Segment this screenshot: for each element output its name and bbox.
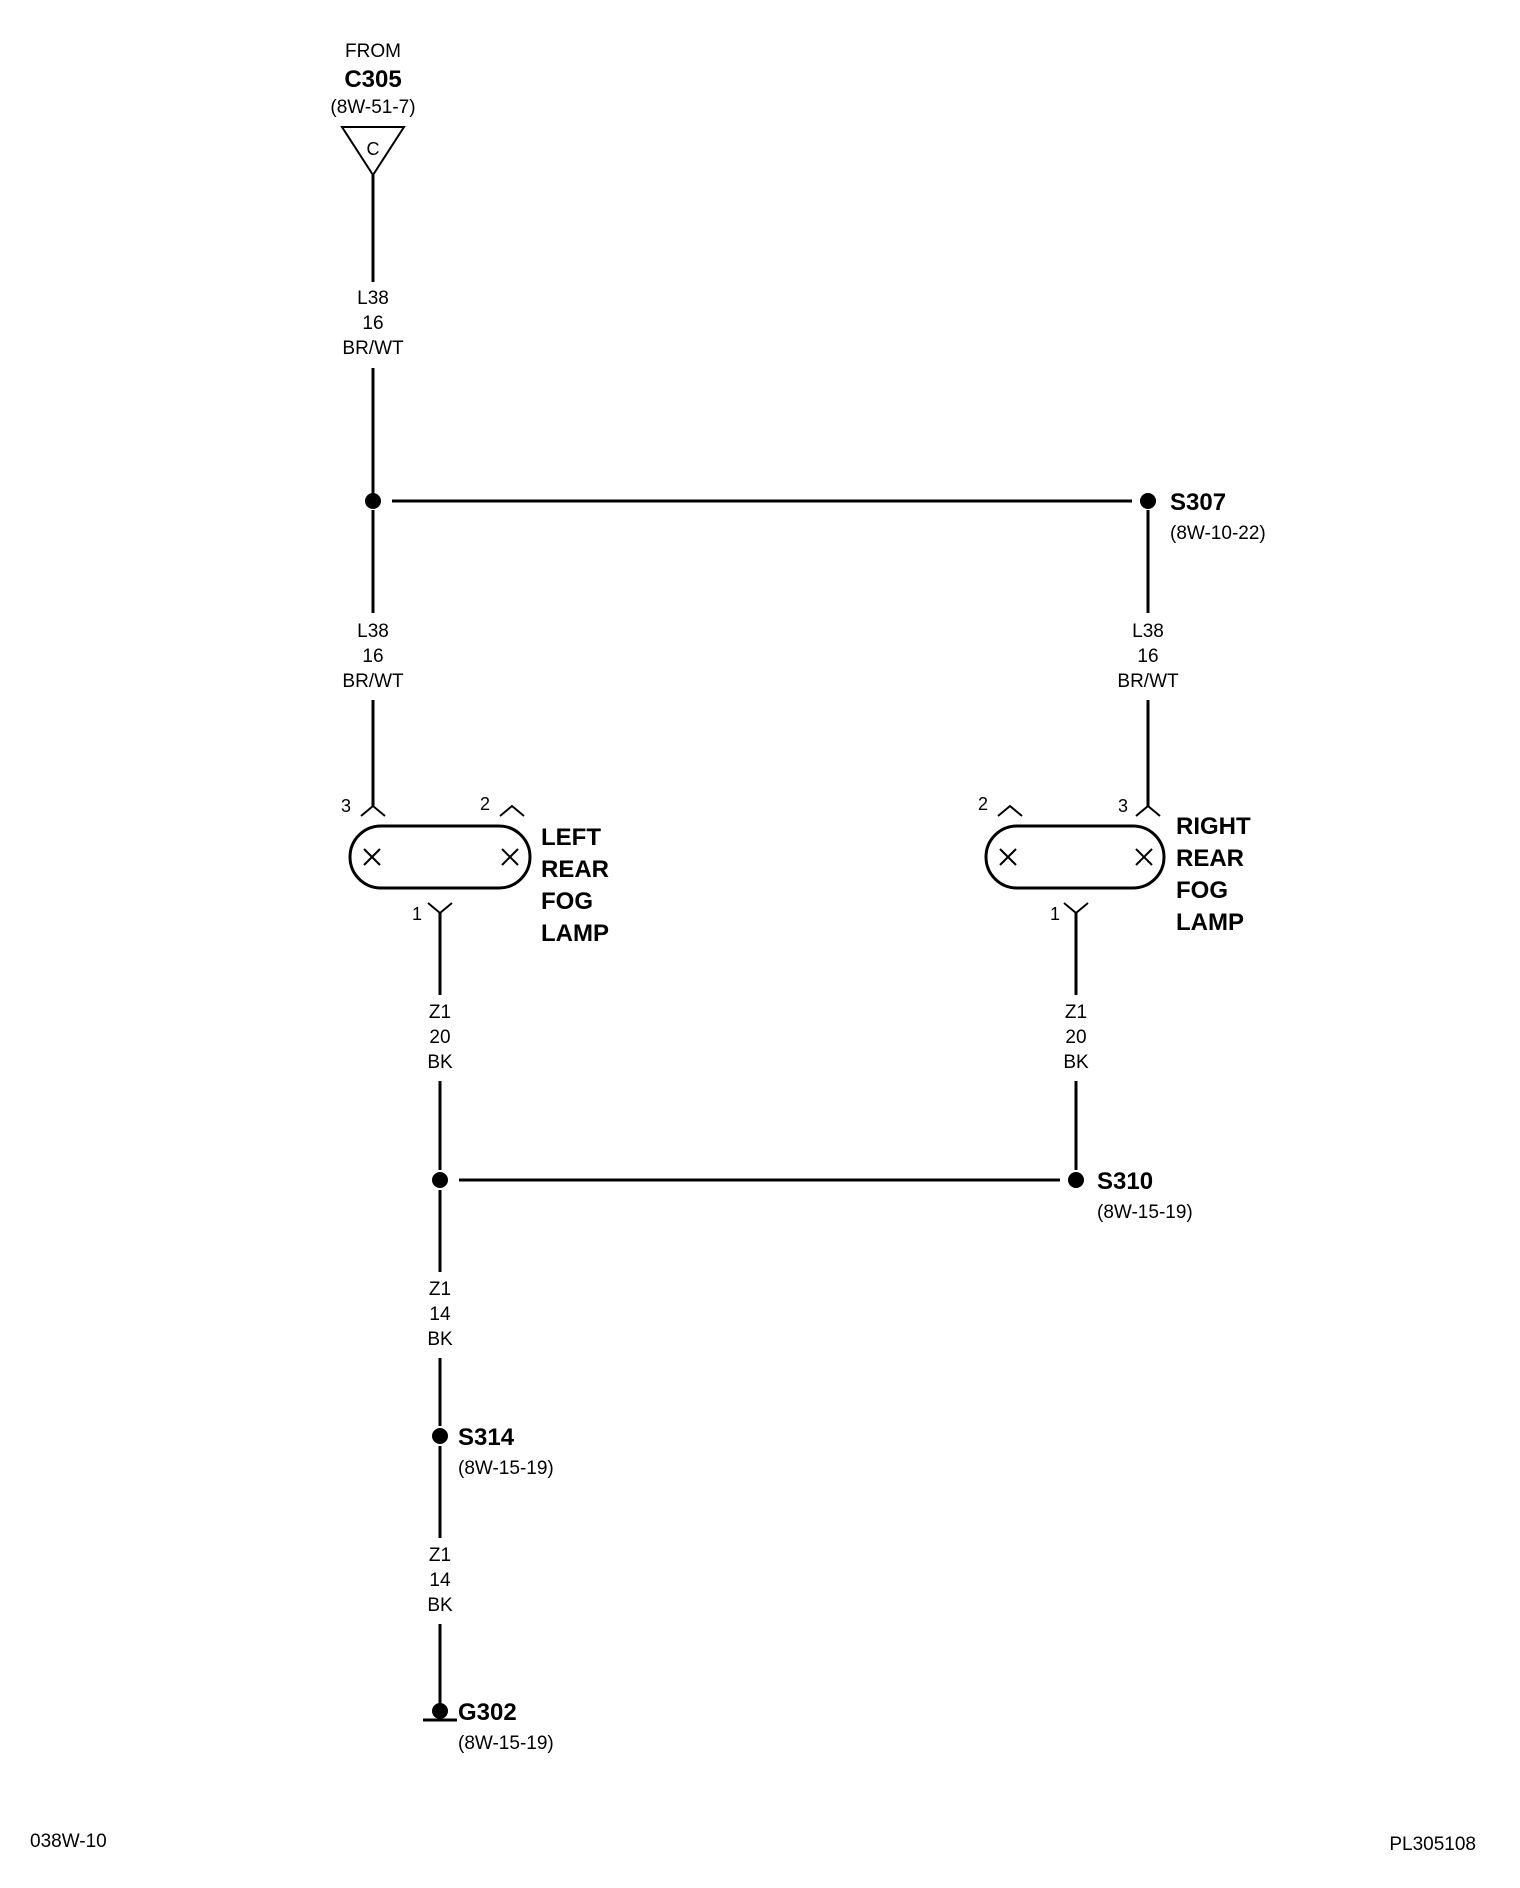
source-connector-name: C305 xyxy=(344,66,401,93)
splice-s314-name: S314 xyxy=(458,1424,515,1451)
right-lamp-label-line-1: RIGHT xyxy=(1176,813,1251,840)
source-from-label: FROM xyxy=(345,41,401,62)
wire-label-ground-left-lamp: Z1 20 BK xyxy=(427,1002,453,1073)
right-lamp-label-line-3: FOG xyxy=(1176,877,1228,904)
right-lamp-pin-1-label: 1 xyxy=(1050,904,1060,924)
wire-label-ground-mid: Z1 14 BK xyxy=(427,1279,453,1350)
splice-s307: S307 (8W-10-22) xyxy=(1140,489,1266,544)
svg-text:Z1: Z1 xyxy=(1065,1002,1087,1023)
left-lamp-body xyxy=(348,824,532,890)
svg-text:Z1: Z1 xyxy=(429,1002,451,1023)
svg-text:BK: BK xyxy=(1063,1052,1089,1073)
svg-text:BK: BK xyxy=(427,1595,453,1616)
svg-text:Z1: Z1 xyxy=(429,1279,451,1300)
svg-text:L38: L38 xyxy=(1132,621,1164,642)
splice-s307-dot xyxy=(1140,493,1156,509)
svg-text:BR/WT: BR/WT xyxy=(342,338,404,359)
right-lamp-label-line-2: REAR xyxy=(1176,845,1244,872)
source-cavity-label: C xyxy=(367,139,380,159)
svg-text:BR/WT: BR/WT xyxy=(342,671,404,692)
ground-g302-ref: (8W-15-19) xyxy=(458,1733,554,1754)
svg-text:Z1: Z1 xyxy=(429,1545,451,1566)
right-lamp-label-line-4: LAMP xyxy=(1176,909,1244,936)
footer-right-code: PL305108 xyxy=(1389,1834,1476,1855)
svg-text:BK: BK xyxy=(427,1329,453,1350)
left-lamp-label-line-1: LEFT xyxy=(541,824,601,851)
svg-text:16: 16 xyxy=(362,646,383,667)
right-lamp-pin-1-terminal-icon xyxy=(1063,902,1089,915)
wire-label-feed-left: L38 16 BR/WT xyxy=(342,621,404,692)
source-connector: FROM C305 (8W-51-7) C xyxy=(330,41,416,177)
junction-dot-upper-left xyxy=(365,493,381,509)
splice-s310-name: S310 xyxy=(1097,1168,1153,1195)
svg-text:14: 14 xyxy=(429,1570,451,1591)
ground-g302: G302 (8W-15-19) xyxy=(423,1699,554,1754)
connector-triangle-icon xyxy=(340,126,406,177)
left-lamp-label-line-2: REAR xyxy=(541,856,609,883)
wire-label-feed-right: L38 16 BR/WT xyxy=(1117,621,1179,692)
left-lamp-pin-2-terminal-icon xyxy=(499,804,525,817)
footer-left-code: 038W-10 xyxy=(30,1831,107,1852)
svg-text:BR/WT: BR/WT xyxy=(1117,671,1179,692)
left-rear-fog-lamp: 3 2 1 LEFT REAR FOG LAMP xyxy=(341,794,609,947)
right-lamp-pin-2-label: 2 xyxy=(978,794,988,814)
splice-s314: S314 (8W-15-19) xyxy=(432,1424,554,1479)
svg-text:L38: L38 xyxy=(357,621,389,642)
svg-text:16: 16 xyxy=(362,313,383,334)
svg-text:14: 14 xyxy=(429,1304,451,1325)
svg-text:20: 20 xyxy=(429,1027,450,1048)
svg-text:20: 20 xyxy=(1065,1027,1086,1048)
left-lamp-pin-1-label: 1 xyxy=(412,904,422,924)
right-lamp-bulb-right-icon xyxy=(1135,848,1153,866)
svg-text:L38: L38 xyxy=(357,288,389,309)
left-lamp-pin-1-terminal-icon xyxy=(427,902,453,915)
right-lamp-bulb-left-icon xyxy=(999,848,1017,866)
splice-s314-ref: (8W-15-19) xyxy=(458,1458,554,1479)
junction-dot-lower-left xyxy=(432,1172,448,1188)
ground-g302-name: G302 xyxy=(458,1699,517,1726)
left-lamp-bulb-right-icon xyxy=(501,848,519,866)
splice-s310: S310 (8W-15-19) xyxy=(1068,1168,1193,1223)
wire-label-ground-right-lamp: Z1 20 BK xyxy=(1063,1002,1089,1073)
left-lamp-label-line-4: LAMP xyxy=(541,920,609,947)
right-lamp-pin-2-terminal-icon xyxy=(997,804,1023,817)
left-lamp-pin-2-label: 2 xyxy=(480,794,490,814)
right-lamp-pin-3-label: 3 xyxy=(1118,796,1128,816)
ground-g302-dot xyxy=(432,1703,448,1719)
svg-text:BK: BK xyxy=(427,1052,453,1073)
splice-s314-dot xyxy=(432,1428,448,1444)
svg-text:16: 16 xyxy=(1137,646,1158,667)
splice-s310-dot xyxy=(1068,1172,1084,1188)
wire-label-ground-low: Z1 14 BK xyxy=(427,1545,453,1616)
left-lamp-pin-3-label: 3 xyxy=(341,796,351,816)
left-lamp-bulb-left-icon xyxy=(363,848,381,866)
left-lamp-label-line-3: FOG xyxy=(541,888,593,915)
left-lamp-pin-3-terminal-icon xyxy=(360,804,386,817)
right-lamp-body xyxy=(984,824,1166,890)
wire-label-feed-top: L38 16 BR/WT xyxy=(342,288,404,359)
splice-s307-ref: (8W-10-22) xyxy=(1170,523,1266,544)
splice-s307-name: S307 xyxy=(1170,489,1226,516)
right-rear-fog-lamp: 2 3 1 RIGHT REAR FOG LAMP xyxy=(978,794,1251,936)
splice-s310-ref: (8W-15-19) xyxy=(1097,1202,1193,1223)
source-connector-ref: (8W-51-7) xyxy=(330,97,415,118)
right-lamp-pin-3-terminal-icon xyxy=(1135,804,1161,817)
